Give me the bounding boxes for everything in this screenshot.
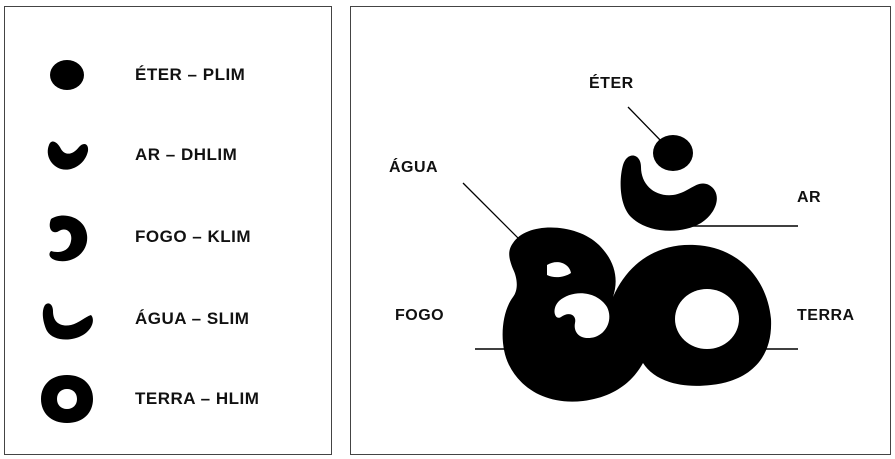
legend-label: AR – DHLIM bbox=[135, 145, 237, 165]
cup-icon bbox=[37, 289, 97, 349]
legend-label: FOGO – KLIM bbox=[135, 227, 251, 247]
eter-dot-shape bbox=[653, 135, 693, 171]
hook-icon bbox=[37, 207, 97, 267]
legend-label: ÉTER – PLIM bbox=[135, 65, 245, 85]
legend-label: TERRA – HLIM bbox=[135, 389, 259, 409]
terra-ring-hole bbox=[675, 289, 739, 349]
legend-item-eter: ÉTER – PLIM bbox=[5, 45, 331, 105]
label-terra: TERRA bbox=[797, 307, 855, 325]
legend-label: ÁGUA – SLIM bbox=[135, 309, 249, 329]
leader-line-eter bbox=[628, 107, 663, 143]
legend-item-terra: TERRA – HLIM bbox=[5, 369, 331, 429]
ring-icon bbox=[37, 369, 97, 429]
label-fogo: FOGO bbox=[395, 307, 444, 325]
label-eter: ÉTER bbox=[589, 75, 634, 93]
om-diagram-panel: ÉTER ÁGUA AR FOGO TERRA bbox=[350, 6, 891, 455]
crescent-icon bbox=[37, 125, 97, 185]
label-ar: AR bbox=[797, 189, 821, 207]
legend-item-agua: ÁGUA – SLIM bbox=[5, 289, 331, 349]
dot-icon bbox=[37, 45, 97, 105]
legend-panel: ÉTER – PLIM AR – DHLIM FOGO – KLIM ÁGUA … bbox=[4, 6, 332, 455]
label-agua: ÁGUA bbox=[389, 159, 438, 177]
legend-item-fogo: FOGO – KLIM bbox=[5, 207, 331, 267]
legend-item-ar: AR – DHLIM bbox=[5, 125, 331, 185]
